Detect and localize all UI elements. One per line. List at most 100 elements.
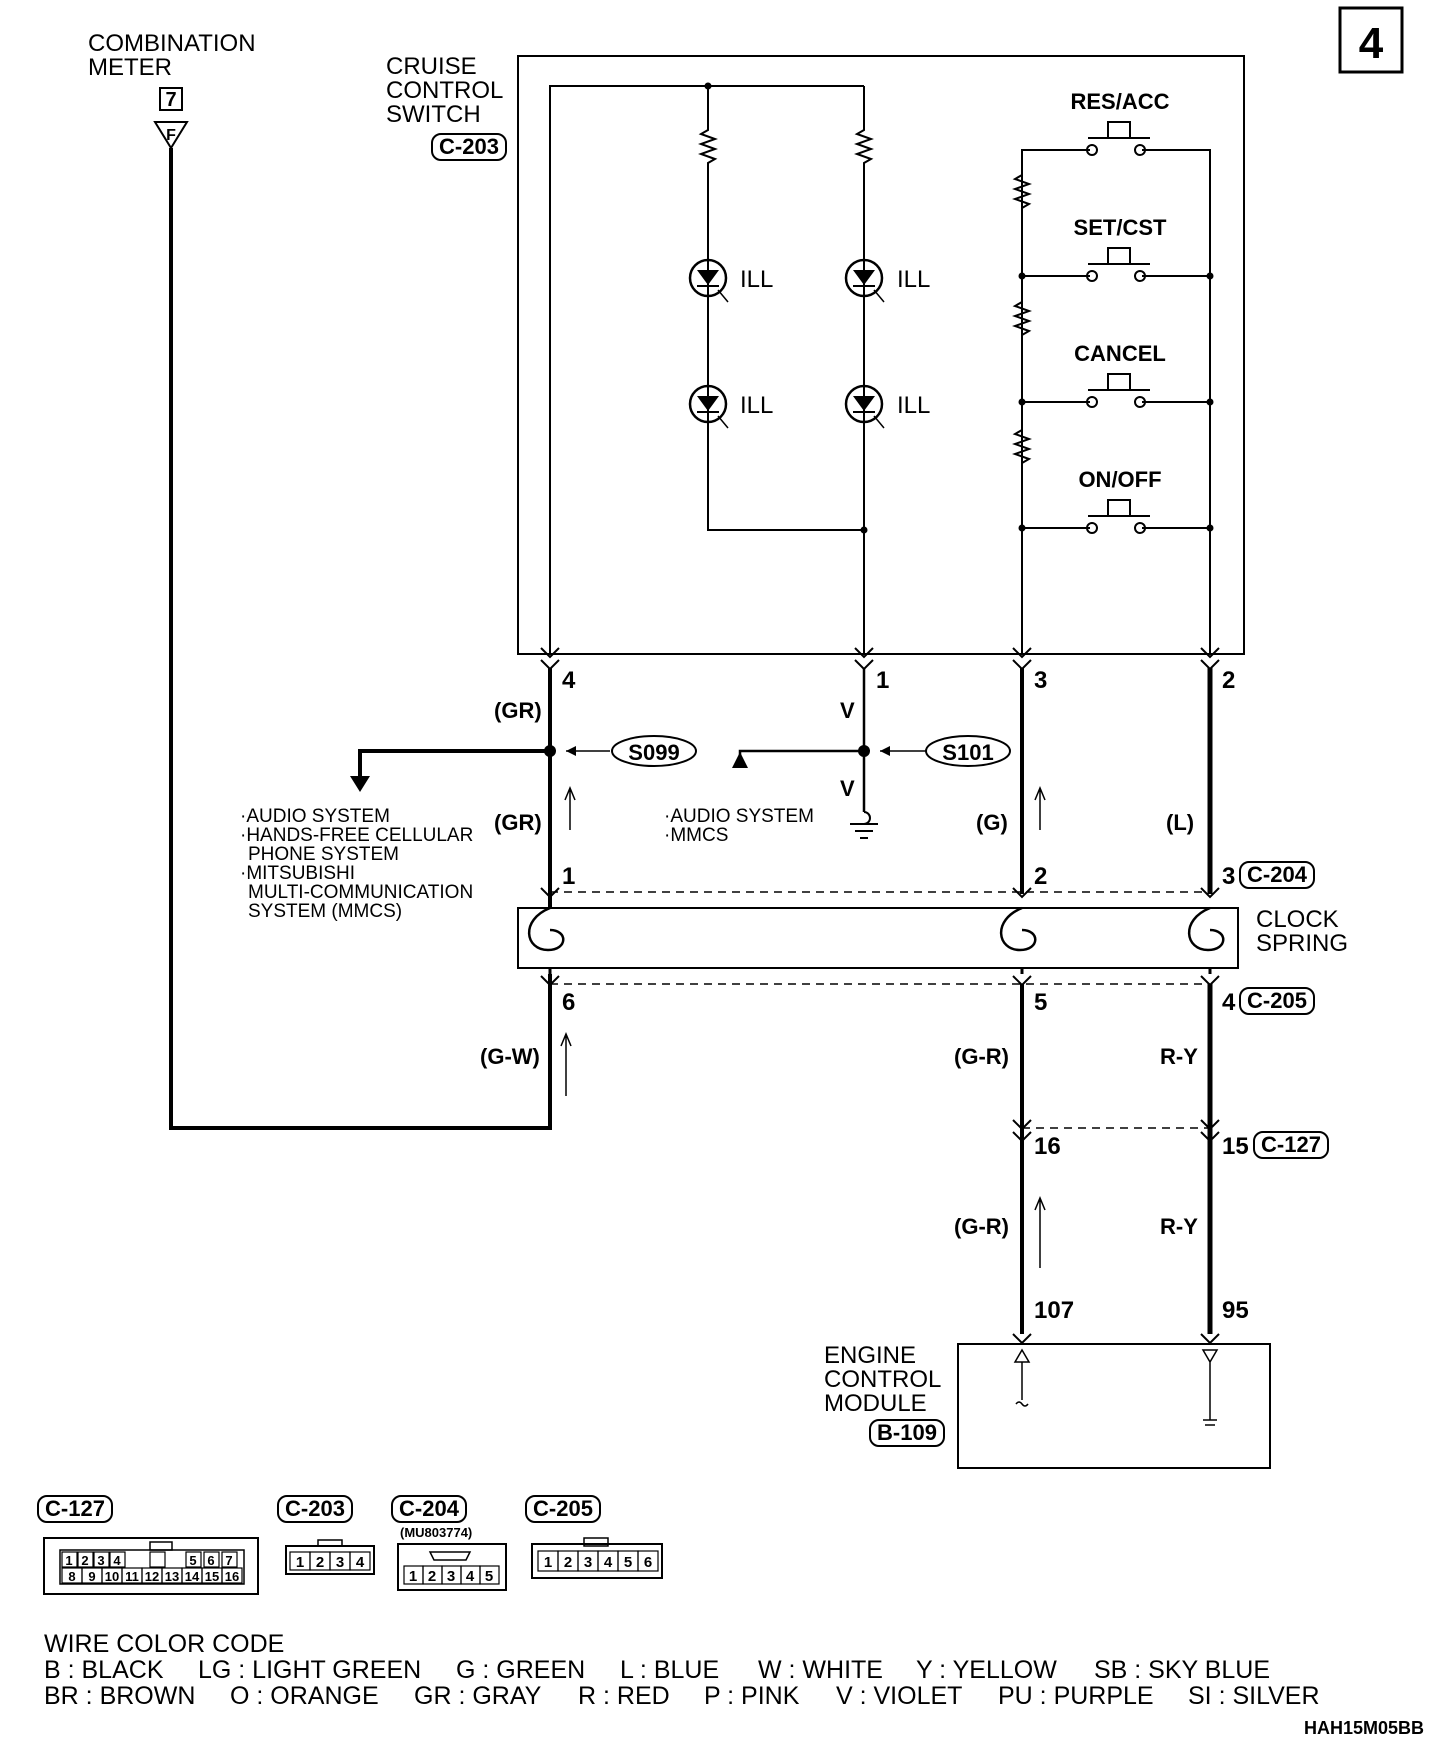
document-code: HAH15M05BB (1304, 1718, 1424, 1738)
note-audio-hands-free: ·AUDIO SYSTEM ·HANDS-FREE CELLULAR PHONE… (240, 806, 473, 922)
svg-text:3: 3 (1222, 863, 1235, 890)
svg-text:P : PINK: P : PINK (704, 1682, 800, 1710)
svg-text:S101: S101 (942, 740, 993, 765)
svg-text:1: 1 (65, 1553, 72, 1568)
switch-set-cst: SET/CST (1074, 215, 1167, 282)
svg-text:F: F (166, 127, 176, 144)
pin-2: 2 (1222, 667, 1235, 694)
svg-text:B : BLACK: B : BLACK (44, 1656, 164, 1684)
svg-text:SWITCH: SWITCH (386, 101, 481, 128)
combination-meter: COMBINATION METER 7 F (88, 30, 256, 150)
switch-ladder (1012, 149, 1211, 654)
switch-cancel: CANCEL (1074, 341, 1166, 408)
svg-text:COMBINATION: COMBINATION (88, 30, 256, 57)
svg-text:4: 4 (1359, 19, 1384, 68)
svg-text:R-Y: R-Y (1160, 1044, 1198, 1069)
svg-text:GR : GRAY: GR : GRAY (414, 1682, 542, 1710)
svg-text:2: 2 (1034, 863, 1047, 890)
svg-text:CRUISE: CRUISE (386, 53, 477, 80)
svg-text:15: 15 (205, 1569, 219, 1584)
cruise-control-switch: CRUISE CONTROL SWITCH C-203 (386, 53, 1245, 655)
svg-text:MODULE: MODULE (824, 1390, 927, 1417)
svg-text:ILL: ILL (897, 392, 930, 419)
wire-label-g: (G) (976, 810, 1008, 835)
wire-combination-meter (169, 148, 552, 1130)
ill-lamp-3: ILL (844, 258, 930, 303)
svg-text:95: 95 (1222, 1297, 1249, 1324)
svg-text:SI : SILVER: SI : SILVER (1188, 1682, 1320, 1710)
svg-text:5: 5 (485, 1568, 493, 1585)
svg-text:4: 4 (113, 1553, 121, 1568)
wire-label-v-lower: V (840, 776, 855, 801)
svg-text:10: 10 (105, 1569, 119, 1584)
svg-text:2: 2 (316, 1554, 324, 1571)
svg-text:4: 4 (466, 1568, 475, 1585)
svg-text:(G-R): (G-R) (954, 1214, 1009, 1239)
connector-label-c205: C-205 (1239, 987, 1315, 1015)
svg-text:3: 3 (97, 1553, 104, 1568)
c203-terminals (540, 647, 1220, 671)
svg-text:2: 2 (564, 1554, 572, 1571)
svg-text:12: 12 (145, 1569, 159, 1584)
wire-color-code: WIRE COLOR CODE B : BLACK LG : LIGHT GRE… (44, 1630, 1320, 1710)
svg-text:2: 2 (81, 1553, 88, 1568)
svg-text:(G-W): (G-W) (480, 1044, 540, 1069)
page-number: 4 (1338, 6, 1404, 74)
pin-4: 4 (562, 667, 576, 694)
svg-text:R-Y: R-Y (1160, 1214, 1198, 1239)
svg-text:5: 5 (1034, 989, 1047, 1016)
svg-text:SYSTEM (MMCS): SYSTEM (MMCS) (248, 901, 402, 922)
svg-text:C-205: C-205 (533, 1496, 593, 1521)
svg-text:2: 2 (428, 1568, 436, 1585)
svg-text:ILL: ILL (897, 266, 930, 293)
svg-text:4: 4 (1222, 989, 1236, 1016)
svg-text:1: 1 (562, 863, 575, 890)
svg-text:·HANDS-FREE CELLULAR: ·HANDS-FREE CELLULAR (240, 825, 473, 846)
svg-text:RES/ACC: RES/ACC (1070, 89, 1169, 114)
wire-label-gr: (GR) (494, 698, 542, 723)
svg-text:L : BLUE: L : BLUE (620, 1656, 719, 1684)
pin-1: 1 (876, 667, 889, 694)
svg-text:SET/CST: SET/CST (1074, 215, 1167, 240)
svg-text:PU : PURPLE: PU : PURPLE (998, 1682, 1154, 1710)
svg-text:C-203: C-203 (439, 134, 499, 159)
svg-text:BR : BROWN: BR : BROWN (44, 1682, 195, 1710)
svg-text:C-127: C-127 (45, 1496, 105, 1521)
svg-text:3: 3 (584, 1554, 592, 1571)
svg-text:3: 3 (447, 1568, 455, 1585)
wire-label-gr-lower: (GR) (494, 810, 542, 835)
wire-label-l: (L) (1166, 810, 1194, 835)
svg-text:5: 5 (624, 1554, 632, 1571)
clock-spring: CLOCK SPRING (517, 891, 1348, 985)
svg-text:1: 1 (296, 1554, 304, 1571)
svg-text:6: 6 (207, 1553, 214, 1568)
svg-text:8: 8 (68, 1569, 75, 1584)
svg-text:B-109: B-109 (877, 1420, 937, 1445)
connector-view-c127: C-127 1 2 3 4 5 6 7 8 9 10 11 12 13 14 1… (37, 1495, 259, 1595)
svg-text:ENGINE: ENGINE (824, 1342, 916, 1369)
svg-text:·MMCS: ·MMCS (664, 825, 728, 846)
svg-text:1: 1 (544, 1554, 552, 1571)
ill-lamp-1: ILL (688, 258, 773, 303)
current-arrows (560, 786, 1046, 1268)
svg-text:MULTI-COMMUNICATION: MULTI-COMMUNICATION (248, 882, 473, 903)
svg-text:9: 9 (88, 1569, 95, 1584)
note-audio-mmcs: ·AUDIO SYSTEM ·MMCS (664, 806, 814, 846)
svg-text:14: 14 (185, 1569, 200, 1584)
svg-text:5: 5 (189, 1553, 196, 1568)
svg-text:CONTROL: CONTROL (824, 1366, 941, 1393)
svg-text:CLOCK: CLOCK (1256, 906, 1339, 933)
splice-s099: S099 (350, 735, 697, 792)
ill-lamp-2: ILL (688, 384, 773, 429)
switch-res-acc: RES/ACC (1070, 89, 1170, 156)
svg-text:METER: METER (88, 54, 172, 81)
connector-label-c204: C-204 (1239, 861, 1315, 889)
svg-text:13: 13 (165, 1569, 179, 1584)
svg-text:Y : YELLOW: Y : YELLOW (916, 1656, 1057, 1684)
svg-text:·AUDIO SYSTEM: ·AUDIO SYSTEM (240, 806, 390, 827)
svg-text:4: 4 (356, 1554, 365, 1571)
svg-text:V : VIOLET: V : VIOLET (836, 1682, 962, 1710)
